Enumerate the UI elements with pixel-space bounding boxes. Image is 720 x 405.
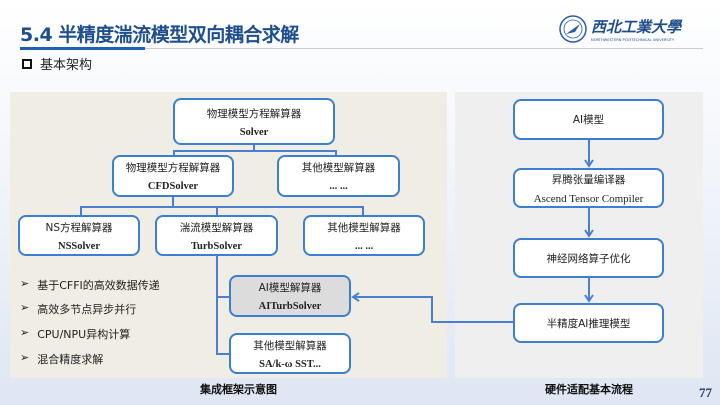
bullet-item: ➢ 基于CFFI的高效数据传递: [20, 277, 160, 293]
connector: [216, 256, 218, 354]
box-label: AI模型解算器: [258, 282, 322, 294]
page-title: 5.4 半精度湍流模型双向耦合求解: [20, 24, 299, 46]
bullet-text: 高效多节点异步并行: [37, 303, 137, 316]
hardware-caption: 硬件适配基本流程: [545, 383, 633, 396]
arrow-bullet-icon: ➢: [20, 351, 30, 364]
box-label: 其他模型解算器: [327, 221, 401, 234]
box-class: Solver: [239, 126, 269, 138]
box-class: AITurbSolver: [258, 301, 322, 312]
framework-caption: 集成框架示意图: [200, 383, 277, 396]
box-class: ... ...: [354, 240, 374, 252]
connector: [216, 296, 230, 298]
bullet-item: ➢ 高效多节点异步并行: [20, 301, 136, 317]
ai-solver-box: AI模型解算器 AITurbSolver: [229, 275, 351, 317]
solver-box: 物理模型方程解算器 Solver: [173, 98, 335, 145]
svg-text:NORTHWESTERN POLYTECHNICAL UNI: NORTHWESTERN POLYTECHNICAL UNIVERSITY: [591, 38, 675, 42]
arrow-bullet-icon: ➢: [20, 277, 30, 290]
other-solver-box: 其他模型解算器 ... ...: [277, 155, 400, 197]
ai-model-step: AI模型: [513, 99, 664, 140]
section-heading-text: 基本架构: [40, 58, 93, 73]
ns-solver-box: NS方程解算器 NSSolver: [18, 215, 140, 256]
arrow-bullet-icon: ➢: [20, 301, 30, 314]
box-label: 湍流模型解算器: [179, 221, 254, 234]
bullet-text: 基于CFFI的高效数据传递: [37, 279, 160, 292]
university-logo: 西北工業大學 NORTHWESTERN POLYTECHNICAL UNIVER…: [558, 12, 708, 46]
connector: [80, 206, 82, 216]
title-divider: [145, 48, 703, 49]
connector: [362, 206, 364, 216]
compiler-step: 昇腾张量编译器 Ascend Tensor Compiler: [513, 168, 664, 208]
box-label: 物理模型方程解算器: [206, 107, 302, 120]
box-class: NSSolver: [58, 240, 100, 252]
title-underline: [20, 47, 145, 50]
operator-optimization-step: 神经网络算子优化: [513, 238, 664, 278]
step-sublabel: Ascend Tensor Compiler: [533, 192, 644, 205]
bullet-text: 混合精度求解: [37, 353, 104, 366]
page-number: 77: [699, 385, 712, 400]
connector: [172, 197, 174, 207]
box-class: TurbSolver: [191, 240, 242, 252]
box-class: ... ...: [329, 181, 348, 192]
box-label: 其他模型解算器: [253, 339, 327, 352]
connector: [335, 150, 337, 156]
connector: [173, 150, 175, 156]
connector: [253, 145, 255, 151]
connector: [216, 206, 218, 216]
step-label: AI模型: [572, 114, 605, 126]
connector: [80, 206, 364, 208]
connector: [216, 353, 230, 355]
box-label: 其他模型解算器: [301, 162, 376, 174]
connector: [173, 150, 337, 152]
box-class: CFDSolver: [147, 181, 199, 192]
sa-solver-box: 其他模型解算器 SA/k-ω SST...: [229, 333, 351, 374]
bullet-item: ➢ CPU/NPU异构计算: [20, 326, 130, 342]
step-label: 昇腾张量编译器: [551, 173, 626, 186]
step-label: 半精度AI推理模型: [546, 317, 631, 330]
section-heading: 基本架构: [22, 54, 92, 73]
half-precision-model-step: 半精度AI推理模型: [513, 303, 664, 343]
cfd-solver-box: 物理模型方程解算器 CFDSolver: [112, 155, 234, 197]
turb-solver-box: 湍流模型解算器 TurbSolver: [155, 215, 278, 256]
svg-text:西北工業大學: 西北工業大學: [591, 18, 683, 36]
arrow-bullet-icon: ➢: [20, 326, 30, 339]
box-label: 物理模型方程解算器: [125, 162, 221, 174]
other-model-solver-box: 其他模型解算器 ... ...: [303, 215, 425, 256]
box-label: NS方程解算器: [45, 221, 113, 234]
box-class: SA/k-ω SST...: [259, 358, 321, 370]
square-bullet-icon: [22, 58, 32, 69]
bullet-item: ➢ 混合精度求解: [20, 351, 103, 367]
bullet-text: CPU/NPU异构计算: [37, 328, 131, 341]
step-label: 神经网络算子优化: [546, 252, 631, 265]
